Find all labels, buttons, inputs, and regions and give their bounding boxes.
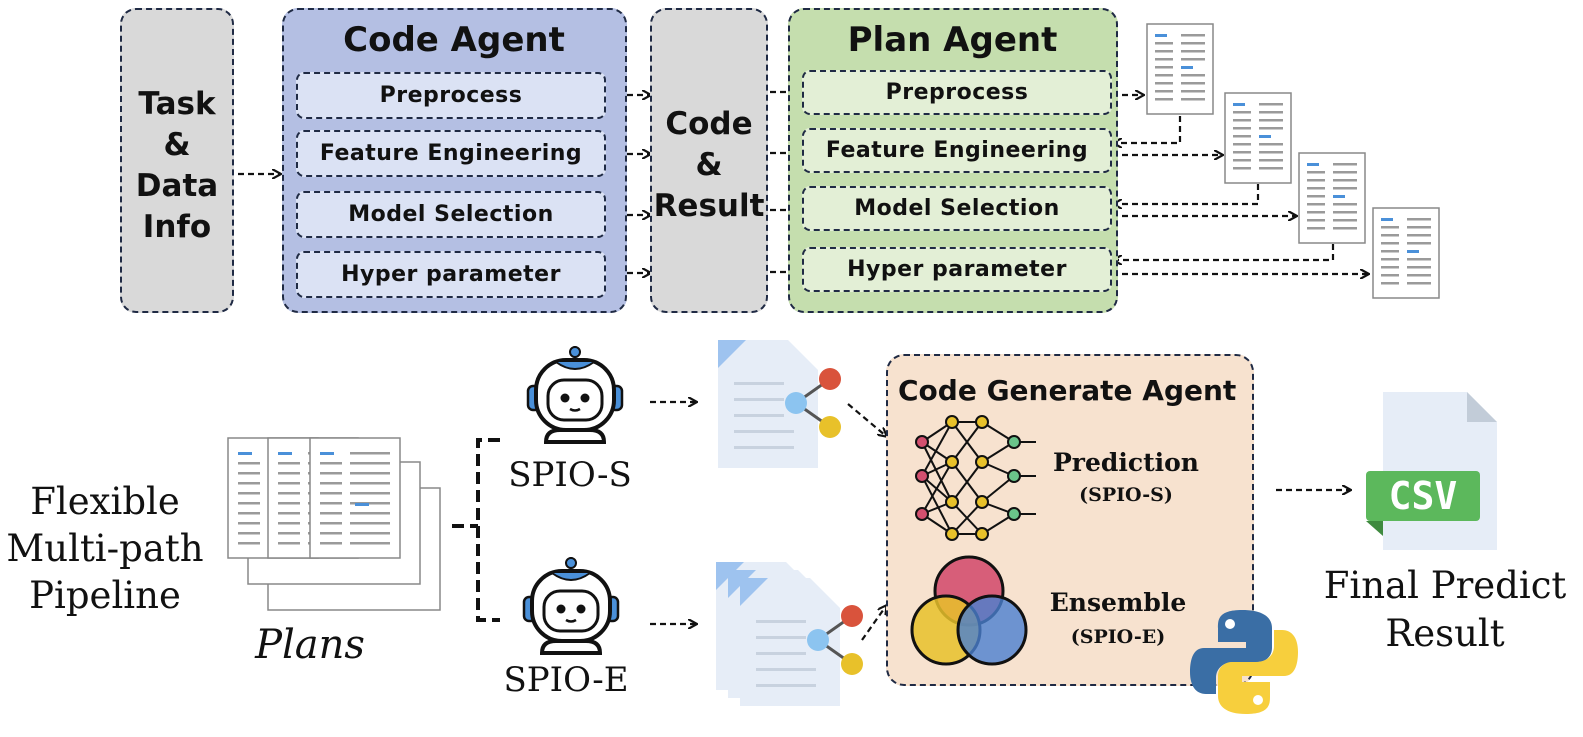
python-logo-icon xyxy=(1190,610,1298,714)
step-label: Model Selection xyxy=(854,196,1060,221)
result-line: Result xyxy=(653,188,765,224)
plan-agent-step-preprocess: Preprocess xyxy=(802,70,1112,115)
neural-network-icon xyxy=(915,415,1036,541)
step-label: Hyper parameter xyxy=(847,257,1067,282)
plan-agent-step-model-selection: Model Selection xyxy=(802,186,1112,231)
venn-diagram-icon xyxy=(910,555,1028,666)
branch-bracket xyxy=(452,438,500,622)
step-label: Model Selection xyxy=(348,202,554,227)
plan-doc-1 xyxy=(1146,23,1214,115)
code-generate-agent-icons xyxy=(910,415,1036,666)
final-result-label: Final Predict Result xyxy=(1310,562,1580,658)
task-line: Task xyxy=(138,86,216,122)
spio-s-label: SPIO-S xyxy=(508,455,632,495)
code-generate-agent-title: Code Generate Agent xyxy=(898,374,1237,407)
code-result-label: Code & Result xyxy=(652,104,766,227)
plan-doc-spio-s-icon xyxy=(718,340,841,468)
step-label: Preprocess xyxy=(885,80,1029,105)
ampersand-line: & xyxy=(695,147,723,183)
pipeline-line-2: Multi-path xyxy=(6,527,204,570)
code-line: Code xyxy=(665,106,753,142)
step-label: Hyper parameter xyxy=(341,262,561,287)
pipeline-label: Flexible Multi-path Pipeline xyxy=(0,478,210,619)
ampersand-line: & xyxy=(163,127,191,163)
robot-spio-e-icon xyxy=(522,555,620,655)
plan-docs-spio-e-icon xyxy=(716,562,863,706)
code-agent-title: Code Agent xyxy=(343,20,565,60)
plan-doc-3 xyxy=(1298,152,1366,244)
ensemble-sub-label: (SPIO-E) xyxy=(1070,626,1166,648)
plan-agent-step-feature-engineering: Feature Engineering xyxy=(802,128,1112,173)
step-label: Preprocess xyxy=(379,83,523,108)
plans-label: Plans xyxy=(255,622,365,668)
plans-stack-icon xyxy=(227,437,441,611)
final-result-line-1: Final Predict xyxy=(1323,564,1567,607)
step-label: Feature Engineering xyxy=(825,138,1089,163)
pipeline-line-1: Flexible xyxy=(30,480,180,523)
info-line: Info xyxy=(142,209,212,245)
code-generate-agent-box: Code Generate Agent xyxy=(886,354,1254,686)
csv-label: CSV xyxy=(1388,474,1458,518)
code-agent-step-model-selection: Model Selection xyxy=(296,191,606,238)
plan-agent-step-hyper-parameter: Hyper parameter xyxy=(802,247,1112,292)
robot-spio-s-icon xyxy=(526,344,624,444)
bottom-arrows xyxy=(650,402,1350,641)
code-result-box: Code & Result xyxy=(650,8,768,313)
task-data-info-label: Task & Data Info xyxy=(122,84,232,248)
prediction-sub-label: (SPIO-S) xyxy=(1079,484,1173,506)
pipeline-line-3: Pipeline xyxy=(29,574,181,617)
csv-file-icon xyxy=(1366,392,1497,550)
code-agent-step-feature-engineering: Feature Engineering xyxy=(296,130,606,177)
data-line: Data xyxy=(135,168,219,204)
task-data-info-box: Task & Data Info xyxy=(120,8,234,313)
plan-doc-4 xyxy=(1372,207,1440,299)
code-agent-box: Code Agent Preprocess Feature Engineerin… xyxy=(282,8,627,313)
plan-agent-title: Plan Agent xyxy=(847,20,1058,60)
code-agent-step-hyper-parameter: Hyper parameter xyxy=(296,251,606,298)
plan-doc-2 xyxy=(1224,92,1292,184)
plan-agent-box: Plan Agent Preprocess Feature Engineerin… xyxy=(788,8,1118,313)
final-result-line-2: Result xyxy=(1385,612,1505,655)
spio-e-label: SPIO-E xyxy=(503,660,629,700)
prediction-label: Prediction xyxy=(1053,448,1199,477)
ensemble-label: Ensemble xyxy=(1049,588,1187,617)
code-agent-step-preprocess: Preprocess xyxy=(296,72,606,119)
step-label: Feature Engineering xyxy=(319,141,583,166)
